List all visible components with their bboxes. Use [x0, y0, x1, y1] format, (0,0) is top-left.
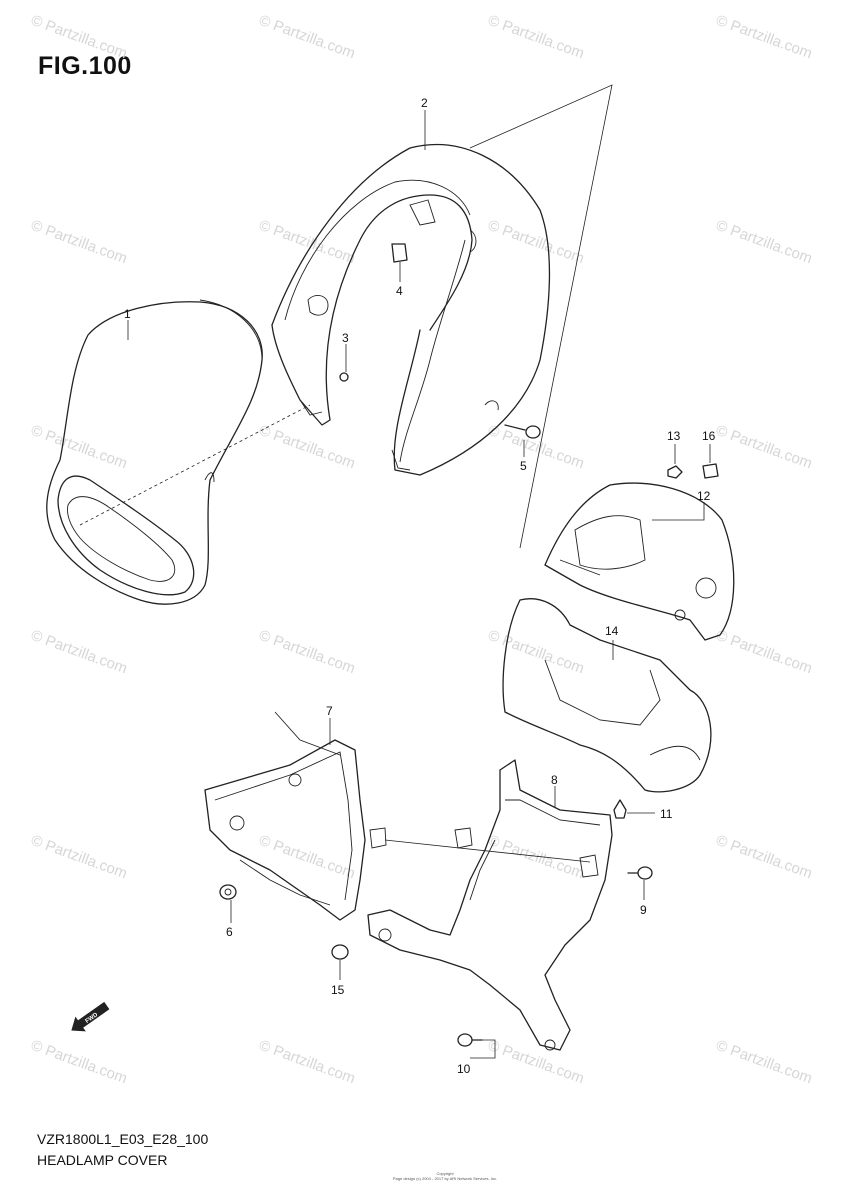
part-label-3: 3: [342, 331, 349, 345]
part-15-grommet[interactable]: [331, 944, 349, 960]
watermark-text: © Partzilla.com: [486, 12, 587, 63]
watermark-text: © Partzilla.com: [257, 1037, 358, 1088]
part-label-7: 7: [326, 704, 333, 718]
part-5-screw[interactable]: [504, 424, 541, 439]
copyright-line-1: Copyright: [436, 1171, 454, 1176]
figure-title: FIG.100: [38, 52, 132, 80]
watermark-text: © Partzilla.com: [486, 422, 587, 473]
watermark-text: © Partzilla.com: [29, 217, 130, 268]
part-number-labels: 1 2 3 4 5 6 7 8 9 10 11 12 13 14 15 16: [124, 96, 716, 1076]
copyright-notice: Copyright Page design (c) 2004 - 2017 by…: [370, 1171, 520, 1181]
part-9-bolt[interactable]: [627, 866, 653, 880]
watermark-text: © Partzilla.com: [714, 422, 815, 473]
forward-direction-arrow: FWD: [71, 1001, 110, 1032]
watermark-text: © Partzilla.com: [714, 832, 815, 883]
model-code: VZR1800L1_E03_E28_100: [37, 1131, 209, 1147]
part-6-grommet[interactable]: [219, 884, 237, 900]
part-7-bracket-left[interactable]: [204, 711, 387, 921]
part-label-6: 6: [226, 925, 233, 939]
part-label-1: 1: [124, 307, 131, 321]
watermark-text: © Partzilla.com: [257, 12, 358, 63]
part-4-nut-clip[interactable]: [391, 243, 408, 263]
watermark-text: © Partzilla.com: [257, 217, 358, 268]
part-label-16: 16: [702, 429, 716, 443]
watermark-text: © Partzilla.com: [29, 832, 130, 883]
watermark-text: © Partzilla.com: [486, 217, 587, 268]
part-label-13: 13: [667, 429, 681, 443]
part-label-15: 15: [331, 983, 345, 997]
part-label-14: 14: [605, 624, 619, 638]
watermark-text: © Partzilla.com: [257, 627, 358, 678]
watermark-text: © Partzilla.com: [486, 832, 587, 883]
part-1-headlamp-housing[interactable]: [46, 299, 263, 605]
watermark-text: © Partzilla.com: [257, 422, 358, 473]
part-12-inner-cover[interactable]: [544, 482, 735, 641]
part-3-screw[interactable]: [339, 372, 349, 382]
part-label-5: 5: [520, 459, 527, 473]
watermark-text: © Partzilla.com: [714, 12, 815, 63]
watermark-text: © Partzilla.com: [29, 627, 130, 678]
watermark-text: © Partzilla.com: [257, 832, 358, 883]
part-10-bolt[interactable]: [457, 1033, 483, 1047]
watermark-text: © Partzilla.com: [29, 12, 130, 63]
part-8-bracket-main[interactable]: [367, 759, 613, 1051]
part-label-12: 12: [697, 489, 711, 503]
part-14-inner-panel[interactable]: [502, 598, 712, 793]
leader-lines: [127, 110, 711, 1059]
watermark-text: © Partzilla.com: [29, 422, 130, 473]
part-13-nut[interactable]: [667, 465, 683, 479]
watermark-text: © Partzilla.com: [486, 627, 587, 678]
watermark-text: © Partzilla.com: [29, 1037, 130, 1088]
watermark-text: © Partzilla.com: [486, 1037, 587, 1088]
part-label-10: 10: [457, 1062, 471, 1076]
watermark-text: © Partzilla.com: [714, 217, 815, 268]
watermark-text: © Partzilla.com: [714, 1037, 815, 1088]
part-11-clip[interactable]: [613, 799, 627, 819]
part-16-cushion[interactable]: [702, 463, 719, 479]
part-label-4: 4: [396, 284, 403, 298]
part-label-9: 9: [640, 903, 647, 917]
copyright-line-2: Page design (c) 2004 - 2017 by ARI Netwo…: [392, 1176, 498, 1181]
section-name: HEADLAMP COVER: [37, 1152, 168, 1168]
part-label-2: 2: [421, 96, 428, 110]
part-label-11: 11: [660, 807, 673, 821]
part-2-headlamp-cover[interactable]: [271, 144, 551, 476]
part-label-8: 8: [551, 773, 558, 787]
watermark-text: © Partzilla.com: [714, 627, 815, 678]
